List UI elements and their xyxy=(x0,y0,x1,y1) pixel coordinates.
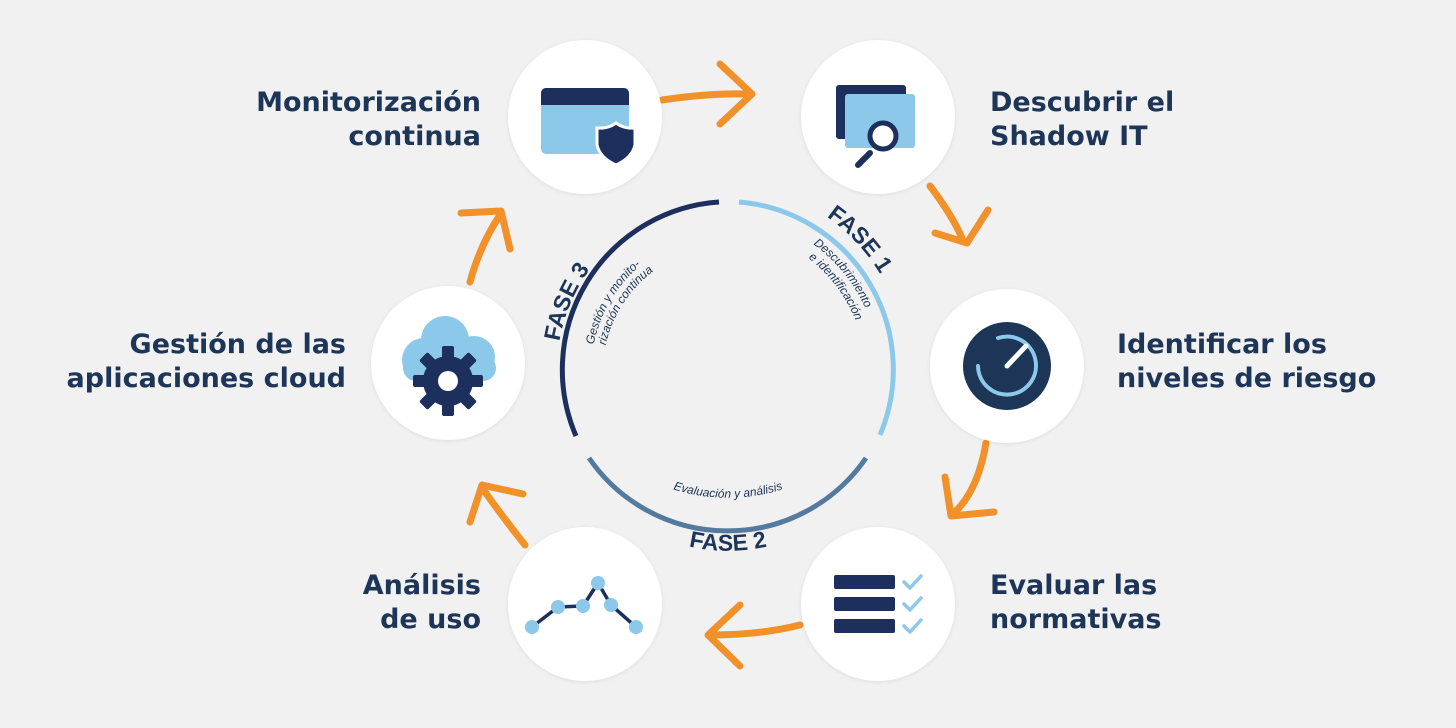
step-monitorizacion xyxy=(508,40,662,194)
gauge-icon xyxy=(963,322,1051,410)
label-descubrir: Descubrir el Shadow IT xyxy=(990,86,1174,154)
arrow-2 xyxy=(926,182,992,247)
checklist-icon xyxy=(834,574,923,634)
phase-1-arc xyxy=(738,199,896,436)
cloud-gear-icon xyxy=(402,316,496,416)
step-evaluar xyxy=(801,527,955,681)
step-identificar xyxy=(930,289,1084,443)
label-descubrir-line1: Descubrir el xyxy=(990,87,1175,118)
cycle-arrows xyxy=(457,60,998,670)
phase-3-arc xyxy=(559,199,720,437)
browser-shield-icon xyxy=(541,88,637,167)
arrow-4 xyxy=(704,601,804,670)
step-gestion xyxy=(371,286,525,440)
label-evaluar-line2: normativas xyxy=(990,604,1162,635)
label-identificar: Identificar los niveles de riesgo xyxy=(1117,328,1376,396)
label-descubrir-line2: Shadow IT xyxy=(990,121,1148,152)
arrow-3 xyxy=(941,439,998,520)
phase-ring xyxy=(559,199,896,534)
label-analisis: Análisis de uso xyxy=(363,569,481,637)
label-identificar-line1: Identificar los xyxy=(1117,329,1327,360)
phase-2-subtitle: Evaluación y análisis xyxy=(672,479,784,501)
step-descubrir xyxy=(801,40,955,194)
step-analisis xyxy=(508,527,662,681)
arrow-1 xyxy=(658,60,756,128)
window-search-icon xyxy=(836,85,915,168)
label-gestion-line1: Gestión de las xyxy=(129,329,346,360)
phase-2-arc xyxy=(586,456,869,534)
line-graph-icon xyxy=(525,576,643,634)
label-evaluar: Evaluar las normativas xyxy=(990,569,1162,637)
label-monitorizacion-line2: continua xyxy=(348,121,481,152)
label-gestion: Gestión de las aplicaciones cloud xyxy=(67,328,346,396)
arrow-5 xyxy=(466,481,529,549)
arrow-6 xyxy=(457,207,514,286)
label-evaluar-line1: Evaluar las xyxy=(990,570,1158,601)
label-analisis-line1: Análisis xyxy=(362,570,481,601)
label-analisis-line2: de uso xyxy=(380,604,481,635)
phase-3-title: FASE 3 xyxy=(539,257,594,342)
label-monitorizacion: Monitorización continua xyxy=(256,86,481,154)
label-gestion-line2: aplicaciones cloud xyxy=(66,363,346,394)
phase-2-title: FASE 2 xyxy=(688,526,769,556)
label-identificar-line2: niveles de riesgo xyxy=(1117,363,1377,394)
label-monitorizacion-line1: Monitorización xyxy=(256,87,481,118)
